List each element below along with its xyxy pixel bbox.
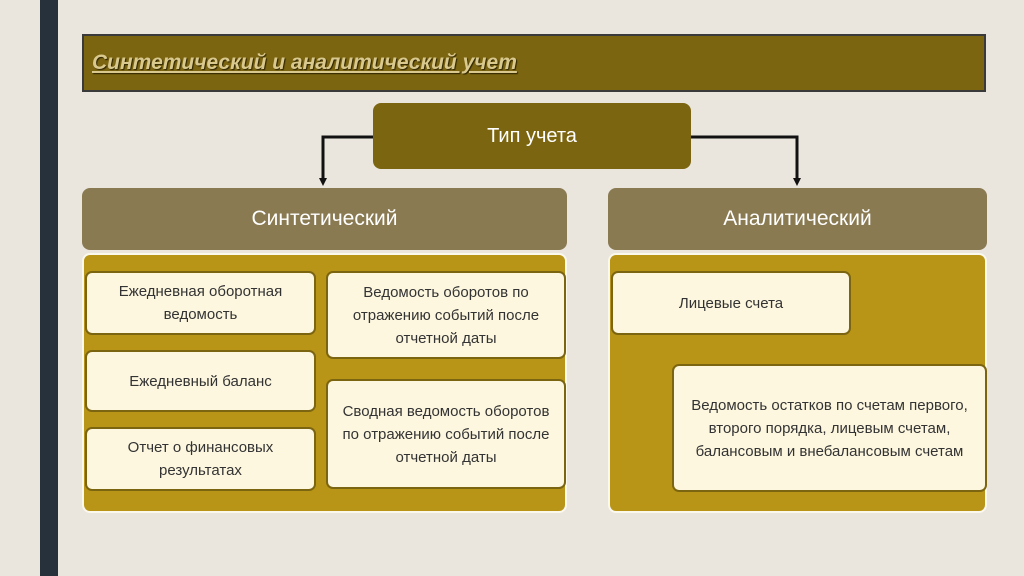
slide-title: Синтетический и аналитический учет: [92, 51, 517, 74]
arrow-to-synthetic: [319, 135, 373, 186]
left-accent-stripe: [40, 0, 58, 576]
item-financial-results-report: Отчет о финансовых результатах: [85, 427, 316, 491]
arrow-to-analytic: [691, 135, 801, 186]
synthetic-header: Синтетический: [82, 188, 567, 250]
item-daily-balance: Ежедневный баланс: [85, 350, 316, 412]
item-balances-statement: Ведомость остатков по счетам первого, вт…: [672, 364, 987, 492]
title-bar: Синтетический и аналитический учет: [82, 34, 986, 92]
analytic-header: Аналитический: [608, 188, 987, 250]
synthetic-panel: Ежедневная оборотная ведомость Ежедневны…: [82, 253, 567, 513]
item-personal-accounts: Лицевые счета: [611, 271, 851, 335]
item-turnover-statement-events: Ведомость оборотов по отражению событий …: [326, 271, 566, 359]
item-daily-turnover-statement: Ежедневная оборотная ведомость: [85, 271, 316, 335]
root-node-type: Тип учета: [373, 103, 691, 169]
item-summary-turnover-statement: Сводная ведомость оборотов по отражению …: [326, 379, 566, 489]
analytic-panel: Лицевые счета Ведомость остатков по счет…: [608, 253, 987, 513]
